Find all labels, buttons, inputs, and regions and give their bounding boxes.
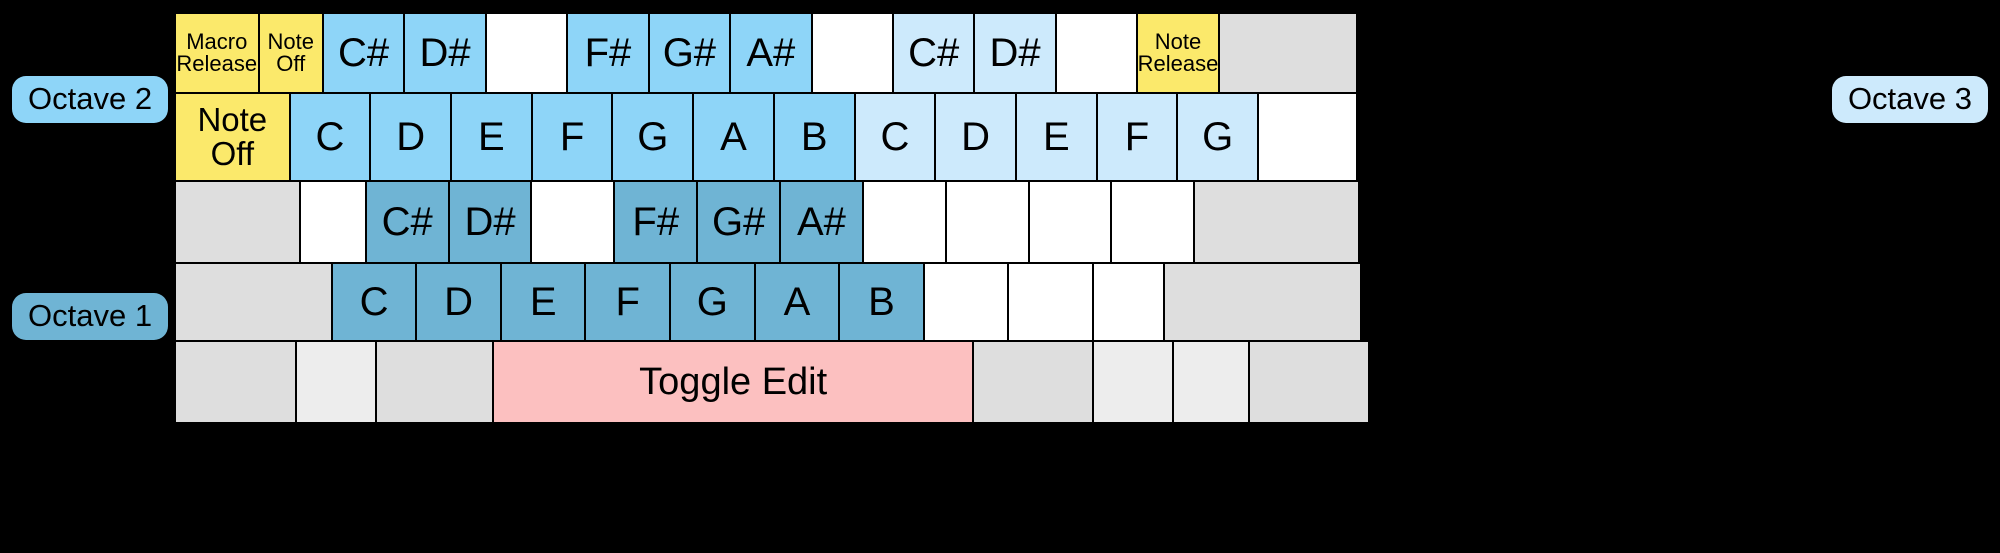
key-number-row-blank-13[interactable] — [1217, 12, 1358, 94]
key-space-row-blank-1[interactable] — [295, 340, 377, 424]
key-number-row-d-sharp[interactable]: D# — [973, 12, 1057, 94]
key-home-row-a-sharp[interactable]: A# — [779, 180, 864, 264]
key-qwerty-row-blank-13[interactable] — [1257, 92, 1358, 182]
key-number-row-d-sharp[interactable]: D# — [403, 12, 487, 94]
key-number-row-blank-11[interactable] — [1054, 12, 1139, 94]
octave-label-left-bottom: Octave 1 — [12, 293, 169, 340]
keyboard-row-home-row: C#D# F#G#A# — [174, 180, 1385, 264]
key-qwerty-row-f[interactable]: F — [1095, 92, 1179, 182]
key-qwerty-row-g[interactable]: G — [611, 92, 695, 182]
key-qwerty-row-a[interactable]: A — [692, 92, 775, 182]
key-bottom-letter-row-blank-8[interactable] — [922, 262, 1010, 342]
key-home-row-blank-0[interactable] — [174, 180, 302, 264]
key-home-row-blank-10[interactable] — [1027, 180, 1113, 264]
key-bottom-letter-row-blank-9[interactable] — [1007, 262, 1094, 342]
key-home-row-c-sharp[interactable]: C# — [364, 180, 450, 264]
key-space-row-blank-4[interactable] — [971, 340, 1095, 424]
key-bottom-letter-row-a[interactable]: A — [753, 262, 841, 342]
keyboard-row-space-row: Toggle Edit — [174, 340, 1385, 424]
key-qwerty-row-e[interactable]: E — [450, 92, 533, 182]
key-space-row-blank-0[interactable] — [174, 340, 298, 424]
key-space-row-blank-6[interactable] — [1171, 340, 1250, 424]
octave-label-right-top: Octave 3 — [1831, 76, 1988, 123]
key-qwerty-row-d[interactable]: D — [369, 92, 453, 182]
key-qwerty-row-c[interactable]: C — [288, 92, 372, 182]
key-home-row-blank-8[interactable] — [861, 180, 947, 264]
key-number-row-c-sharp[interactable]: C# — [321, 12, 406, 94]
key-space-row-blank-5[interactable] — [1092, 340, 1174, 424]
key-bottom-letter-row-b[interactable]: B — [838, 262, 925, 342]
key-qwerty-row-g[interactable]: G — [1176, 92, 1260, 182]
key-home-row-blank-9[interactable] — [944, 180, 1030, 264]
key-home-row-d-sharp[interactable]: D# — [447, 180, 533, 264]
key-home-row-blank-1[interactable] — [299, 180, 367, 264]
key-home-row-blank-4[interactable] — [530, 180, 616, 264]
key-number-row-blank-4[interactable] — [484, 12, 569, 94]
key-number-row-g-sharp[interactable]: G# — [647, 12, 732, 94]
key-qwerty-row-f[interactable]: F — [530, 92, 614, 182]
key-qwerty-row-c[interactable]: C — [853, 92, 937, 182]
key-bottom-letter-row-d[interactable]: D — [415, 262, 502, 342]
key-home-row-g-sharp[interactable]: G# — [696, 180, 782, 264]
key-home-row-f-sharp[interactable]: F# — [613, 180, 699, 264]
octave-label-left-top: Octave 2 — [12, 76, 169, 123]
key-number-row-c-sharp[interactable]: C# — [891, 12, 976, 94]
key-bottom-letter-row-g[interactable]: G — [669, 262, 756, 342]
key-number-row-a-sharp[interactable]: A# — [729, 12, 813, 94]
key-bottom-letter-row-e[interactable]: E — [499, 262, 587, 342]
key-bottom-letter-row-c[interactable]: C — [330, 262, 418, 342]
key-space-row-blank-2[interactable] — [374, 340, 495, 424]
key-bottom-letter-row-f[interactable]: F — [584, 262, 672, 342]
key-bottom-letter-row-blank-10[interactable] — [1091, 262, 1166, 342]
key-bottom-letter-row-blank-0[interactable] — [174, 262, 333, 342]
key-bottom-letter-row-blank-11[interactable] — [1163, 262, 1362, 342]
key-space-row-blank-7[interactable] — [1247, 340, 1370, 424]
key-number-row-blank-8[interactable] — [810, 12, 894, 94]
key-qwerty-row-d[interactable]: D — [934, 92, 1017, 182]
key-home-row-blank-12[interactable] — [1193, 180, 1360, 264]
key-number-row-f-sharp[interactable]: F# — [566, 12, 650, 94]
key-qwerty-row-e[interactable]: E — [1014, 92, 1098, 182]
key-space-row-toggle-edit[interactable]: Toggle Edit — [492, 340, 974, 424]
key-qwerty-row-b[interactable]: B — [772, 92, 856, 182]
key-home-row-blank-11[interactable] — [1110, 180, 1196, 264]
